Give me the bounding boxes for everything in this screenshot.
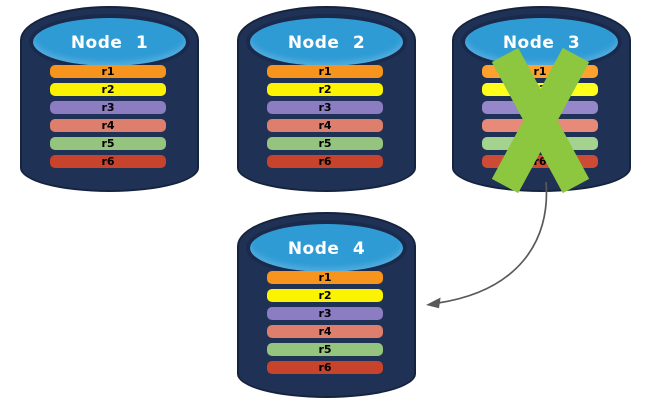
node-label: Node 4: [287, 238, 366, 259]
replica-bar-r4: r4: [267, 119, 383, 132]
replica-bar-r5: r5: [50, 137, 166, 150]
replica-bar-r2: r2: [50, 83, 166, 96]
node-2: Node 2 r1 r2 r3 r4 r5 r6: [237, 6, 416, 192]
replica-bar-r1: r1: [267, 65, 383, 78]
replica-bar-r3: r3: [267, 307, 383, 320]
replica-bar-r4: r4: [267, 325, 383, 338]
cylinder-top: Node 2: [246, 14, 407, 70]
node-4: Node 4 r1 r2 r3 r4 r5 r6: [237, 212, 416, 398]
replica-stack: r1 r2 r3 r4 r5 r6: [267, 271, 383, 374]
replica-bar-r6: r6: [267, 361, 383, 374]
node-label: Node 1: [70, 32, 149, 53]
node-1: Node 1 r1 r2 r3 r4 r5 r6: [20, 6, 199, 192]
cylinder-top: Node 3: [461, 14, 622, 70]
replica-stack: r1 r2 r3 r4 r5 r6: [50, 65, 166, 168]
cylinder-top: Node 1: [29, 14, 190, 70]
replica-bar-r1: r1: [267, 271, 383, 284]
node-label: Node 3: [502, 32, 581, 53]
replica-bar-r6: r6: [50, 155, 166, 168]
failover-arrow-line: [437, 181, 548, 304]
replica-bar-r2: r2: [267, 83, 383, 96]
failover-arrowhead-icon: [426, 297, 441, 309]
node-3: Node 3 r1 r2 r3 r4 r5 r6: [452, 6, 631, 194]
replica-bar-r5: r5: [267, 137, 383, 150]
replica-bar-r5: r5: [267, 343, 383, 356]
replica-bar-r1: r1: [50, 65, 166, 78]
replica-bar-r4: r4: [50, 119, 166, 132]
replica-bar-r6: r6: [267, 155, 383, 168]
node-label: Node 2: [287, 32, 366, 53]
replica-bar-r3: r3: [50, 101, 166, 114]
replica-stack: r1 r2 r3 r4 r5 r6: [267, 65, 383, 168]
failure-x-icon: [491, 47, 590, 194]
replica-bar-r3: r3: [267, 101, 383, 114]
replica-bar-r2: r2: [267, 289, 383, 302]
cylinder-top: Node 4: [246, 220, 407, 276]
